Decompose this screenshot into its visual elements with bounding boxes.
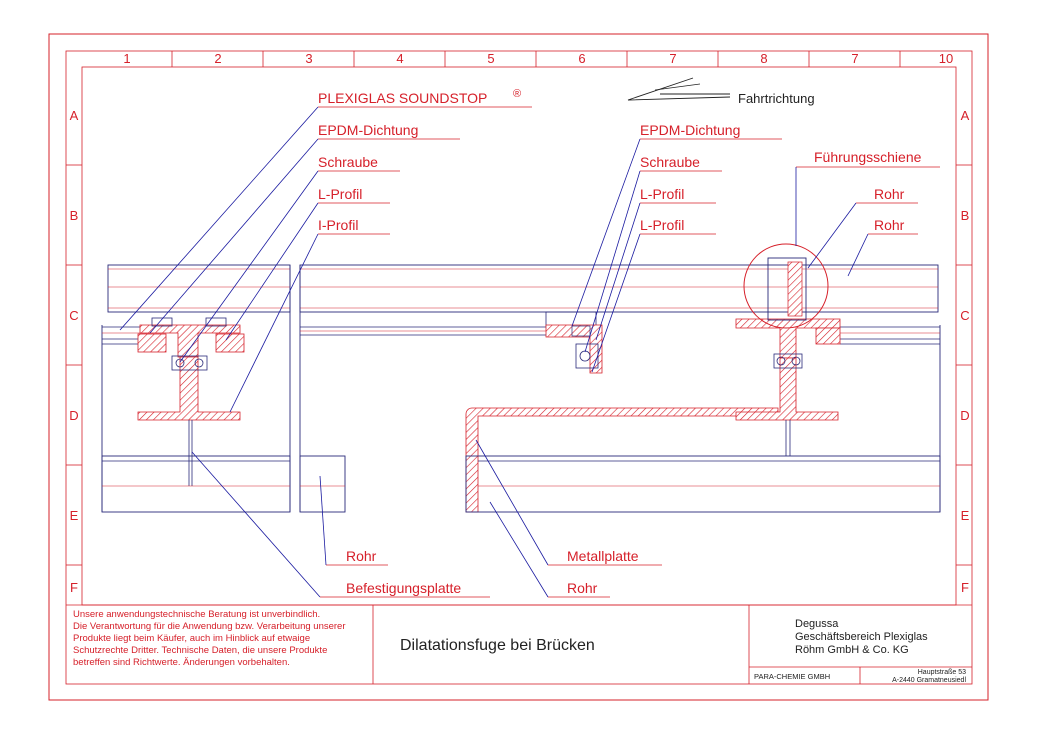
l-profile-middle — [545, 311, 603, 374]
column-number: 10 — [939, 51, 953, 66]
disclaimer-line: betreffen sind Richtwerte. Änderungen vo… — [73, 657, 290, 668]
column-number: 3 — [305, 51, 312, 66]
row-letter: A — [961, 108, 970, 123]
leader-line — [191, 451, 321, 598]
label-plexiglas-soundstop: PLEXIGLAS SOUNDSTOP — [318, 90, 487, 106]
plexiglas-panel — [102, 326, 940, 345]
label-befestigungsplatte: Befestigungsplatte — [346, 580, 461, 596]
lower-structure-left — [101, 455, 346, 513]
row-letter: F — [70, 580, 78, 595]
leader-line — [119, 106, 319, 331]
label-group: PLEXIGLAS SOUNDSTOP ® EPDM-Dichtung Schr… — [119, 88, 940, 598]
label-schraube-left: Schraube — [318, 154, 378, 170]
label-rohr-bottom-left: Rohr — [346, 548, 377, 564]
label-rohr-right-2: Rohr — [874, 217, 905, 233]
row-letter: C — [69, 308, 78, 323]
company-line: Geschäftsbereich Plexiglas — [795, 631, 928, 643]
leader-line — [584, 170, 641, 353]
address-line: A-2440 Gramatneusiedl — [892, 677, 966, 684]
row-letter: A — [70, 108, 79, 123]
column-number: 1 — [123, 51, 130, 66]
company-line: Degussa — [795, 618, 839, 630]
label-rohr-bottom-middle: Rohr — [567, 580, 598, 596]
direction-label: Fahrtrichtung — [738, 91, 815, 106]
leader-line — [595, 202, 641, 341]
leader-line — [475, 439, 549, 566]
row-letter: D — [960, 408, 969, 423]
column-number: 5 — [487, 51, 494, 66]
company-line: Röhm GmbH & Co. KG — [795, 644, 909, 656]
drawing-title: Dilatationsfuge bei Brücken — [400, 637, 595, 654]
label-epdm-left: EPDM-Dichtung — [318, 122, 418, 138]
label-lprofil-middle-2: L-Profil — [640, 217, 684, 233]
drawing-frame: 1 2 3 4 5 6 7 8 7 10 A B C D E F A B C D… — [48, 33, 989, 701]
label-rohr-right-1: Rohr — [874, 186, 905, 202]
column-number: 7 — [669, 51, 676, 66]
column-number: 6 — [578, 51, 585, 66]
label-lprofil-left: L-Profil — [318, 186, 362, 202]
leader-line — [571, 138, 641, 327]
disclaimer-line: Schutzrechte Dritter. Technische Daten, … — [73, 645, 327, 656]
leader-line — [807, 202, 857, 269]
disclaimer-line: Produkte liegt beim Käufer, auch im Hinb… — [73, 633, 310, 644]
metal-plate — [465, 407, 941, 513]
vertical-post — [101, 265, 941, 512]
disclaimer-line: Unsere anwendungstechnische Beratung ist… — [73, 609, 320, 620]
leader-line — [149, 138, 319, 334]
column-number: 4 — [396, 51, 403, 66]
disclaimer-line: Die Verantwortung für die Anwendung bzw.… — [73, 621, 346, 632]
i-profile-left — [137, 317, 245, 486]
leader-line — [319, 475, 327, 566]
leader-line — [179, 170, 319, 363]
registered-mark: ® — [513, 88, 521, 100]
row-letter: E — [961, 508, 970, 523]
label-schraube-middle: Schraube — [640, 154, 700, 170]
row-letter: C — [960, 308, 969, 323]
column-number: 8 — [760, 51, 767, 66]
dealer-name: PARA-CHEMIE GMBH — [754, 672, 830, 681]
label-epdm-middle: EPDM-Dichtung — [640, 122, 740, 138]
row-letter: E — [70, 508, 79, 523]
i-profile-right — [735, 243, 841, 456]
row-letter: D — [69, 408, 78, 423]
row-letter: B — [961, 208, 970, 223]
leader-line — [225, 202, 319, 341]
column-number: 2 — [214, 51, 221, 66]
leader-line — [591, 233, 641, 373]
label-lprofil-middle-1: L-Profil — [640, 186, 684, 202]
column-number: 7 — [851, 51, 858, 66]
leader-line — [489, 501, 549, 598]
label-metallplatte: Metallplatte — [567, 548, 639, 564]
direction-arrow: Fahrtrichtung — [627, 77, 815, 106]
label-fuehrungsschiene: Führungsschiene — [814, 149, 922, 165]
address-line: Hauptstraße 53 — [918, 669, 966, 676]
label-iprofil-left: I-Profil — [318, 217, 358, 233]
row-letter: F — [961, 580, 969, 595]
row-letter: B — [70, 208, 79, 223]
top-beam — [107, 264, 939, 313]
leader-line — [229, 233, 319, 413]
leader-line — [847, 233, 869, 277]
title-block: Unsere anwendungstechnische Beratung ist… — [66, 604, 972, 684]
